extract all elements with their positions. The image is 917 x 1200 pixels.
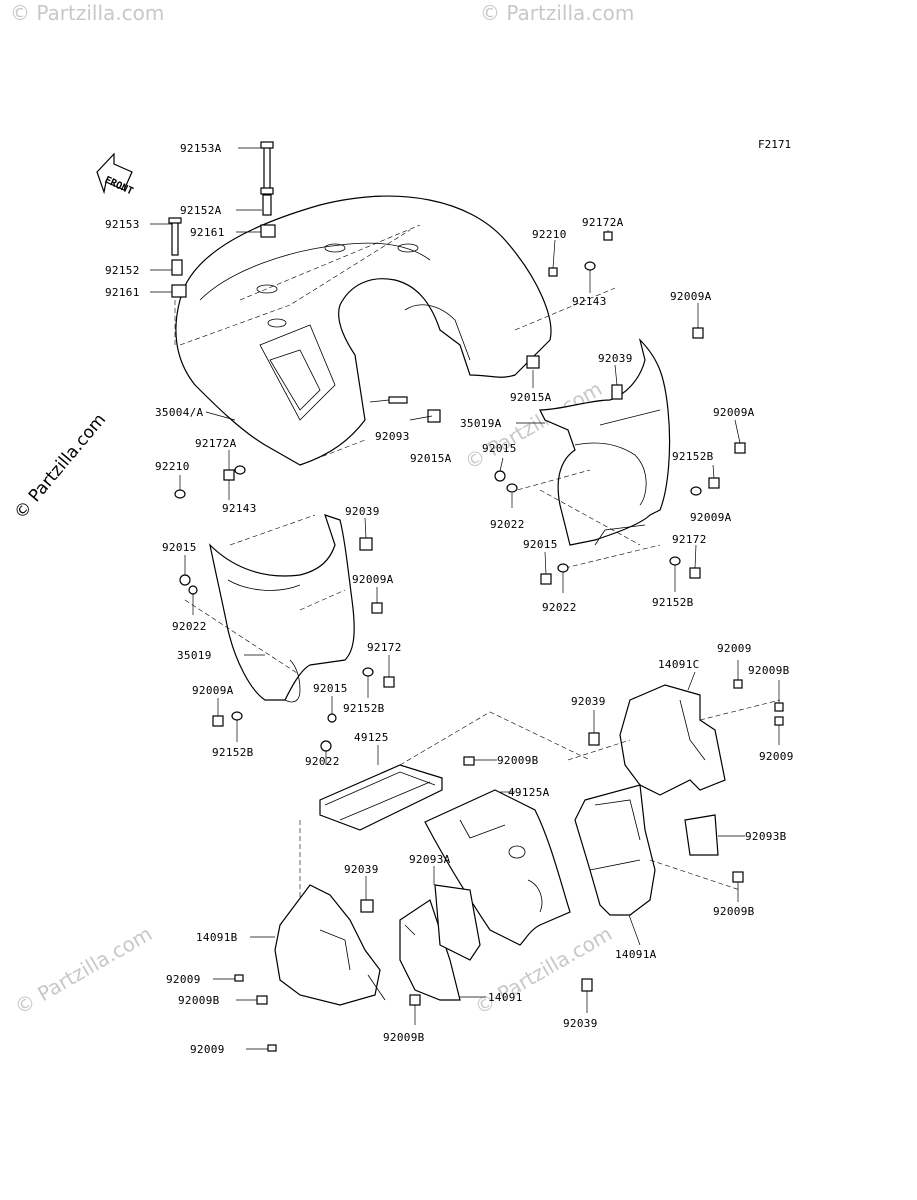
label-92009-top: 92009 (717, 642, 752, 655)
label-14091: 14091 (488, 991, 523, 1004)
front-fender-35004 (174, 195, 616, 466)
label-92093B: 92093B (745, 830, 787, 843)
label-92009-bottom-2: 92009 (190, 1043, 225, 1056)
label-92015A: 92015A (410, 452, 452, 465)
label-92015-right: 92015 (482, 442, 517, 455)
cover-14091C (567, 684, 781, 796)
label-92161: 92161 (190, 226, 225, 239)
label-92153: 92153 (105, 218, 140, 231)
label-92152B-right-2: 92152B (652, 596, 694, 609)
label-92153A: 92153A (180, 142, 222, 155)
hardware-fasteners (168, 141, 784, 1052)
label-92009B-bottom: 92009B (713, 905, 755, 918)
label-92152B-left: 92152B (343, 702, 385, 715)
label-92143-right: 92143 (572, 295, 607, 308)
watermark-bottom-left: © Partzilla.com (11, 921, 157, 1019)
label-92009A-3: 92009A (690, 511, 732, 524)
label-92022-right-2: 92022 (542, 601, 577, 614)
cover-14091B (274, 884, 386, 1006)
label-92022-left: 92022 (172, 620, 207, 633)
label-92009A-1: 92009A (670, 290, 712, 303)
label-92009A-left-2: 92009A (192, 684, 234, 697)
label-92015-right-2: 92015 (523, 538, 558, 551)
panel-49125 (299, 711, 591, 925)
watermark-bottom-center: © Partzilla.com (471, 921, 617, 1019)
label-92152: 92152 (105, 264, 140, 277)
front-arrow-icon: FRONT (96, 152, 135, 197)
label-92161-left: 92161 (105, 286, 140, 299)
leader-lines (150, 147, 780, 1050)
label-92093: 92093 (375, 430, 410, 443)
label-92152B-left-2: 92152B (212, 746, 254, 759)
figure-code: F2171 (758, 138, 791, 151)
watermark-top-left: © Partzilla.com (10, 1, 164, 25)
cover-14091A (574, 784, 741, 916)
label-49125A: 49125A (508, 786, 550, 799)
label-92093A: 92093A (409, 853, 451, 866)
label-92009A-left: 92009A (352, 573, 394, 586)
watermark-main: © Partzilla.com (11, 410, 111, 523)
label-35019: 35019 (177, 649, 212, 662)
label-92172A-right: 92172A (582, 216, 624, 229)
label-92009B-top: 92009B (748, 664, 790, 677)
panel-49125A (424, 789, 571, 946)
label-92039-bottom-2: 92039 (563, 1017, 598, 1030)
label-92152A: 92152A (180, 204, 222, 217)
label-35019A: 35019A (460, 417, 502, 430)
label-35004A: 35004/A (155, 406, 204, 419)
label-92172-left: 92172 (367, 641, 402, 654)
label-92015-left: 92015 (162, 541, 197, 554)
label-92009B-bottom-1: 92009B (178, 994, 220, 1007)
label-92172-right: 92172 (672, 533, 707, 546)
label-92009B-bottom-2: 92009B (383, 1031, 425, 1044)
cover-14091 (399, 884, 481, 1001)
left-side-guard-35019 (184, 514, 355, 703)
label-92039-mid: 92039 (571, 695, 606, 708)
label-14091A: 14091A (615, 948, 657, 961)
label-92210-right: 92210 (532, 228, 567, 241)
label-92015-left-2: 92015 (313, 682, 348, 695)
watermark-top-center: © Partzilla.com (480, 1, 634, 25)
part-labels: 92153A 92152A 92161 92153 92152 92161 35… (105, 142, 794, 1056)
label-92039-right: 92039 (598, 352, 633, 365)
label-14091B: 14091B (196, 931, 238, 944)
label-92015A-right: 92015A (510, 391, 552, 404)
label-92009-bottom-1: 92009 (166, 973, 201, 986)
label-92143: 92143 (222, 502, 257, 515)
label-92022-left-2: 92022 (305, 755, 340, 768)
label-92039-left: 92039 (345, 505, 380, 518)
label-14091C: 14091C (658, 658, 700, 671)
label-92039-bottom: 92039 (344, 863, 379, 876)
label-92172A: 92172A (195, 437, 237, 450)
label-49125: 49125 (354, 731, 389, 744)
label-92022-right: 92022 (490, 518, 525, 531)
label-92009B-mid: 92009B (497, 754, 539, 767)
label-92210: 92210 (155, 460, 190, 473)
right-side-guard-35019A (509, 338, 671, 569)
label-92152B-right: 92152B (672, 450, 714, 463)
label-92009-top-2: 92009 (759, 750, 794, 763)
label-92009A-2: 92009A (713, 406, 755, 419)
